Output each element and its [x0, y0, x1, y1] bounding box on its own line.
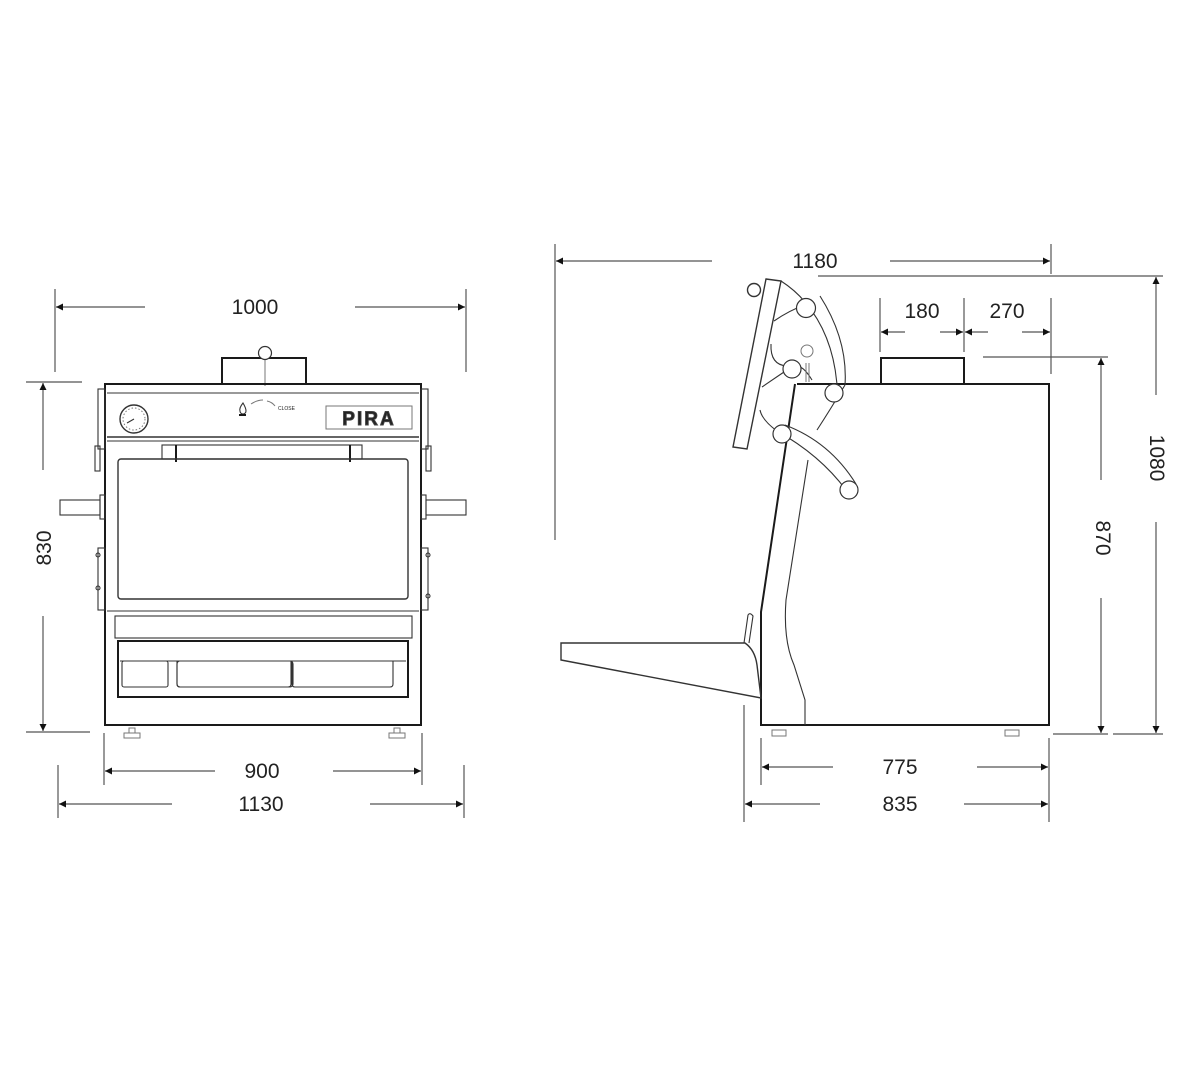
- ash-drawer: [114, 615, 413, 698]
- svg-text:1080: 1080: [1145, 435, 1168, 482]
- right-hinges: [420, 388, 467, 611]
- dim-chimney: 180 270: [879, 298, 1052, 374]
- oven-body: [104, 383, 422, 726]
- svg-text:870: 870: [1091, 520, 1114, 555]
- dim-body-height: 870: [983, 356, 1114, 735]
- side-view: 1180 180 270 870 1080: [554, 244, 1168, 822]
- dim-body-depth: 835: [743, 705, 1048, 822]
- door-knob: [746, 282, 762, 298]
- svg-text:PIRA: PIRA: [342, 409, 395, 430]
- svg-text:1130: 1130: [238, 793, 283, 816]
- svg-text:835: 835: [882, 793, 917, 816]
- side-chimney: [880, 357, 965, 385]
- svg-text:270: 270: [989, 300, 1024, 323]
- front-view: CLOSE PIRA: [26, 289, 467, 818]
- dim-overall-height: 1080: [818, 275, 1168, 735]
- svg-text:180: 180: [904, 300, 939, 323]
- dim-top-width: 1000: [54, 289, 467, 372]
- front-shelf: [560, 642, 762, 699]
- svg-text:830: 830: [33, 530, 56, 565]
- chimney: [221, 357, 307, 385]
- open-door: [732, 278, 782, 450]
- side-feet: [771, 729, 1020, 737]
- flame-icon: CLOSE: [239, 399, 296, 416]
- svg-text:1180: 1180: [792, 250, 837, 273]
- svg-text:775: 775: [882, 756, 917, 779]
- svg-text:900: 900: [244, 760, 279, 783]
- dim-base-width: 900: [103, 733, 423, 785]
- vent-label: CLOSE: [278, 406, 296, 412]
- dim-base-depth: 775: [760, 738, 1050, 822]
- side-body: [760, 383, 1050, 726]
- feet: [123, 727, 406, 739]
- thermometer-gauge-icon: [119, 404, 149, 434]
- dim-overall-width: 1130: [57, 765, 465, 818]
- svg-text:1000: 1000: [232, 296, 279, 319]
- door-window: [117, 458, 409, 600]
- chimney-knob: [257, 345, 273, 361]
- dim-height: 830: [26, 381, 90, 733]
- door-linkage: [759, 280, 859, 500]
- dim-overall-depth: 1180: [554, 244, 1052, 540]
- left-hinges: [59, 388, 106, 611]
- brand-logo: PIRA: [325, 405, 413, 430]
